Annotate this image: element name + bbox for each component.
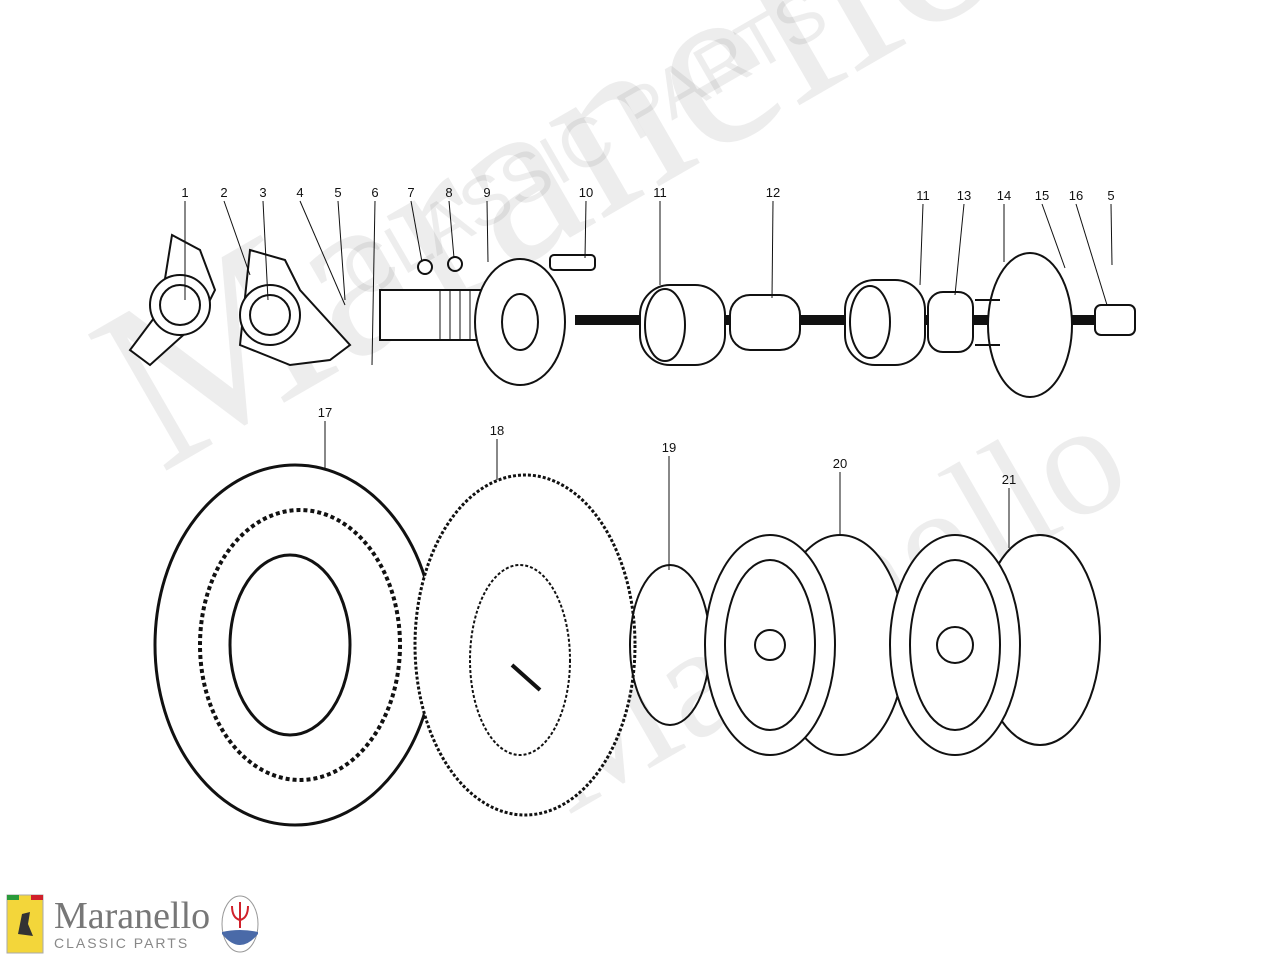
callout-label-17: 17 — [318, 405, 332, 420]
knock-off-spinner-2 — [238, 248, 352, 367]
callout-label-15: 15 — [1035, 188, 1049, 203]
leader-line — [448, 200, 455, 259]
leader-line — [954, 203, 965, 296]
leader-line — [771, 200, 774, 299]
leader-line — [1075, 203, 1108, 306]
callout-label-11: 11 — [653, 185, 667, 200]
callout-label-2: 2 — [220, 185, 227, 200]
callout-label-14: 14 — [997, 188, 1011, 203]
callout-label-7: 7 — [407, 185, 414, 200]
callout-label-3: 3 — [259, 185, 266, 200]
ferrari-badge-icon — [6, 894, 44, 954]
callout-label-5: 5 — [334, 185, 341, 200]
bearing — [639, 284, 726, 366]
leader-line — [919, 203, 924, 286]
brand-name: Maranello — [54, 895, 211, 937]
hub-bolt — [549, 254, 596, 271]
callout-label-11: 11 — [916, 188, 930, 203]
callout-label-1: 1 — [181, 185, 188, 200]
maserati-badge-icon — [221, 895, 259, 953]
callout-label-5: 5 — [1107, 188, 1114, 203]
maranello-logo: Maranello CLASSIC PARTS — [6, 893, 260, 955]
hub-carrier — [975, 252, 1073, 398]
callout-label-6: 6 — [371, 185, 378, 200]
knock-off-spinner — [128, 233, 217, 367]
seal — [927, 291, 974, 353]
inner-tube — [413, 473, 637, 817]
leader-line — [262, 200, 269, 301]
wire-wheel — [704, 534, 906, 756]
leader-line — [1041, 203, 1066, 269]
callout-label-4: 4 — [296, 185, 303, 200]
callout-label-10: 10 — [579, 185, 593, 200]
callout-label-9: 9 — [483, 185, 490, 200]
circlip — [447, 256, 463, 272]
callout-label-8: 8 — [445, 185, 452, 200]
nut — [417, 259, 433, 275]
callout-label-13: 13 — [957, 188, 971, 203]
callout-label-19: 19 — [662, 440, 676, 455]
callout-label-12: 12 — [766, 185, 780, 200]
callout-label-18: 18 — [490, 423, 504, 438]
leader-line — [337, 200, 346, 301]
tire — [153, 463, 437, 827]
leader-line — [371, 200, 376, 366]
callout-label-16: 16 — [1069, 188, 1083, 203]
callout-label-20: 20 — [833, 456, 847, 471]
leader-line — [486, 200, 489, 263]
leader-line — [410, 200, 423, 263]
leader-line — [1110, 203, 1113, 266]
alloy-wheel — [889, 534, 1101, 756]
splined-hub — [379, 258, 566, 386]
leader-line — [299, 200, 346, 306]
castle-nut — [1094, 304, 1136, 336]
rim-band — [629, 564, 711, 726]
callout-label-21: 21 — [1002, 472, 1016, 487]
spacer — [729, 294, 801, 351]
leader-line — [584, 200, 587, 259]
bearing-2 — [844, 279, 926, 366]
brand-subtitle: CLASSIC PARTS — [54, 935, 190, 951]
leader-line — [223, 200, 251, 276]
